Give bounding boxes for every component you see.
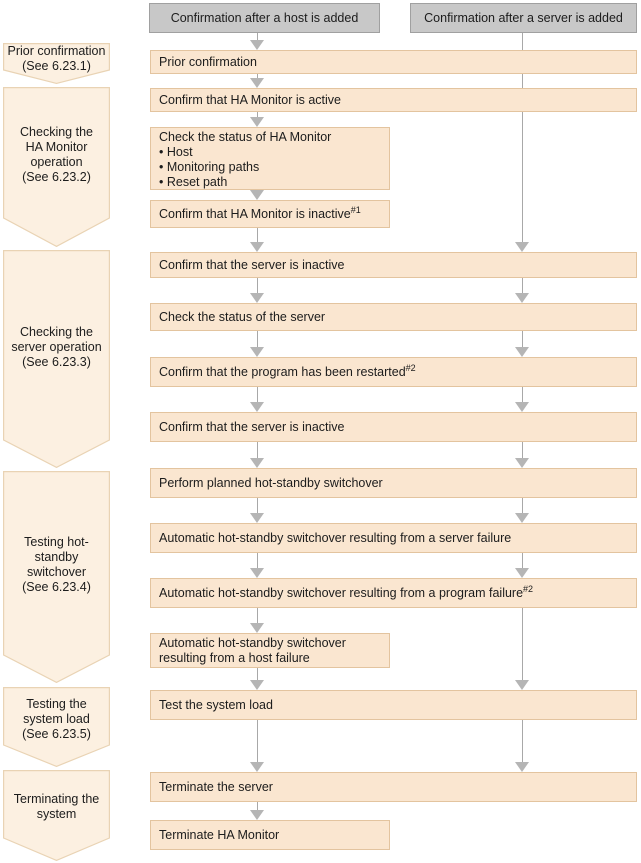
step-label: Automatic hot-standby switchover resulti… [159, 530, 512, 545]
step-confirm-server-inactive-1: Confirm that the server is inactive [150, 252, 637, 278]
phase-testing-system-load: Testing the system load (See 6.23.5) [3, 687, 110, 767]
step-label: Confirm that the server is inactive [159, 419, 345, 434]
step-switchover-program-failure: Automatic hot-standby switchover resulti… [150, 578, 637, 608]
step-label: Automatic hot-standby switchover resulti… [159, 635, 346, 665]
step-label: Terminate HA Monitor [159, 827, 280, 842]
arrow-down-icon [515, 442, 530, 468]
column-header-server-label: Confirmation after a server is added [424, 10, 623, 25]
arrow-down-icon [515, 608, 530, 690]
step-label: Check the status of the server [159, 309, 326, 324]
phase-terminating-system: Terminating the system [3, 770, 110, 861]
step-label: Confirm that the server is inactive [159, 257, 345, 272]
chevron-down-shape [3, 770, 110, 861]
step-confirm-ha-monitor-inactive: Confirm that HA Monitor is inactive#1 [150, 200, 390, 228]
phase-label: Testing hot- standby switchover (See 6.2… [22, 535, 91, 594]
step-label: Test the system load [159, 697, 273, 712]
arrow-down-icon [250, 33, 265, 50]
arrow-down-icon [250, 802, 265, 820]
step-test-system-load: Test the system load [150, 690, 637, 720]
step-check-status-ha-monitor: Check the status of HA Monitor • Host • … [150, 127, 390, 190]
arrow-down-icon [250, 498, 265, 523]
arrow-down-icon [250, 668, 265, 690]
step-prior-confirmation: Prior confirmation [150, 50, 637, 74]
arrow-down-icon [250, 608, 265, 633]
step-terminate-ha-monitor: Terminate HA Monitor [150, 820, 390, 850]
chevron-down-shape [3, 471, 110, 683]
arrow-down-icon [515, 278, 530, 303]
arrow-down-icon [250, 331, 265, 357]
arrow-down-icon [250, 387, 265, 412]
step-confirm-server-inactive-2: Confirm that the server is inactive [150, 412, 637, 442]
arrow-down-icon [515, 720, 530, 772]
arrow-down-icon [515, 33, 530, 252]
step-confirm-ha-monitor-active: Confirm that HA Monitor is active [150, 88, 637, 112]
step-switchover-server-failure: Automatic hot-standby switchover resulti… [150, 523, 637, 553]
column-header-server: Confirmation after a server is added [410, 3, 637, 33]
phase-label: Checking the HA Monitor operation (See 6… [20, 125, 93, 184]
arrow-down-icon [250, 190, 265, 200]
step-label: Confirm that HA Monitor is inactive#1 [159, 204, 361, 221]
arrow-down-icon [250, 278, 265, 303]
chevron-down-shape [3, 687, 110, 767]
arrow-down-icon [250, 553, 265, 578]
step-label: Check the status of HA Monitor • Host • … [159, 130, 332, 189]
step-label: Terminate the server [159, 779, 273, 794]
phase-label: Testing the system load (See 6.23.5) [22, 696, 91, 741]
phase-checking-ha-monitor: Checking the HA Monitor operation (See 6… [3, 87, 110, 247]
phase-checking-server: Checking the server operation (See 6.23.… [3, 250, 110, 468]
step-label: Confirm that HA Monitor is active [159, 92, 342, 107]
phase-label: Checking the server operation (See 6.23.… [11, 324, 102, 369]
step-switchover-host-failure: Automatic hot-standby switchover resulti… [150, 633, 390, 668]
step-label: Automatic hot-standby switchover resulti… [159, 583, 534, 600]
chevron-down-shape [3, 43, 110, 84]
arrow-down-icon [515, 387, 530, 412]
arrow-down-icon [250, 74, 265, 88]
step-planned-hot-standby-switchover: Perform planned hot-standby switchover [150, 468, 637, 498]
step-terminate-server: Terminate the server [150, 772, 637, 802]
arrow-down-icon [515, 553, 530, 578]
footnote-ref: #1 [350, 204, 361, 215]
step-label: Prior confirmation [159, 54, 257, 69]
column-header-host: Confirmation after a host is added [149, 3, 380, 33]
arrow-down-icon [515, 498, 530, 523]
step-confirm-program-restarted: Confirm that the program has been restar… [150, 357, 637, 387]
footnote-ref: #2 [405, 362, 416, 373]
phase-prior-confirmation: Prior confirmation (See 6.23.1) [3, 43, 110, 84]
phase-label: Prior confirmation (See 6.23.1) [7, 43, 106, 73]
arrow-down-icon [250, 112, 265, 127]
phase-label: Terminating the system [13, 791, 100, 821]
step-label: Perform planned hot-standby switchover [159, 475, 383, 490]
arrow-down-icon [515, 331, 530, 357]
chevron-down-shape [3, 250, 110, 468]
footnote-ref: #2 [523, 583, 534, 594]
column-header-host-label: Confirmation after a host is added [170, 10, 359, 25]
step-check-status-server: Check the status of the server [150, 303, 637, 331]
arrow-down-icon [250, 228, 265, 252]
phase-testing-hot-standby: Testing hot- standby switchover (See 6.2… [3, 471, 110, 683]
chevron-down-shape [3, 87, 110, 247]
arrow-down-icon [250, 442, 265, 468]
step-label: Confirm that the program has been restar… [159, 362, 416, 379]
arrow-down-icon [250, 720, 265, 772]
